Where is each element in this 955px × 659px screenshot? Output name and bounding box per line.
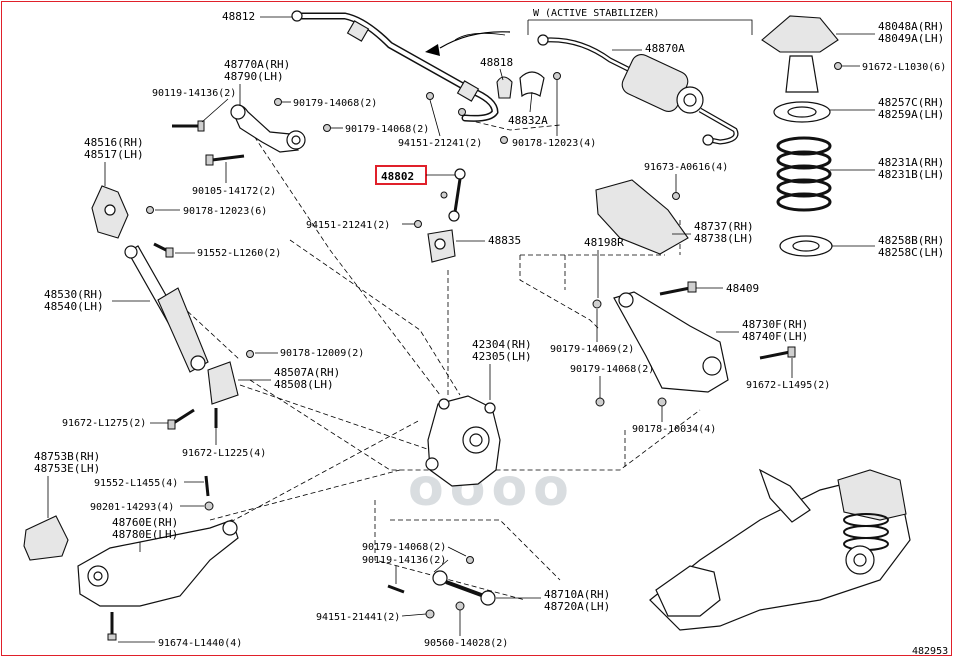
label-91672-L1030[interactable]: 91672-L1030(6) [862,62,946,73]
coil-spring [776,136,832,212]
label-48770A[interactable]: 48770A(RH) [224,58,290,71]
stabilizer-bar [291,10,499,122]
upper-control-arm [172,98,331,166]
suspension-assembly-view [649,468,911,631]
label-48710A[interactable]: 48710A(RH) [544,588,610,601]
label-48812[interactable]: 48812 [222,10,255,23]
label-48231A[interactable]: 48231A(RH) [878,156,944,169]
label-48259A[interactable]: 48259A(LH) [878,108,944,121]
stabilizer-bushing-bracket [426,71,561,144]
rear-lower-arm [592,281,796,407]
label-91674-L1440[interactable]: 91674-L1440(4) [158,638,242,649]
label-91672-L1225[interactable]: 91672-L1225(4) [182,448,266,459]
label-48048A[interactable]: 48048A(RH) [878,20,944,33]
label-48231B[interactable]: 48231B(LH) [878,168,944,181]
label-90105-14172[interactable]: 90105-14172(2) [192,186,276,197]
label-48738[interactable]: 48738(LH) [694,232,754,245]
label-48730F[interactable]: 48730F(RH) [742,318,808,331]
label-90178-12009[interactable]: 90178-12009(2) [280,348,364,359]
stabilizer-link [440,168,466,222]
label-48540[interactable]: 48540(LH) [44,300,104,313]
spring-insulator-upper [773,101,831,123]
label-91672-L1495[interactable]: 91672-L1495(2) [746,380,830,391]
shock-upper-bracket [91,185,154,239]
link-bushing [414,220,456,263]
label-48760E[interactable]: 48760E(RH) [112,516,178,529]
lower-control-arm [77,475,239,641]
label-48818[interactable]: 48818 [480,56,513,69]
label-48258C[interactable]: 48258C(LH) [878,246,944,259]
label-48753E[interactable]: 48753E(LH) [34,462,100,475]
label-94151-21241-a[interactable]: 94151-21241(2) [398,138,482,149]
label-48257C[interactable]: 48257C(RH) [878,96,944,109]
active-stabilizer-group: W (ACTIVE STABILIZER) [425,8,753,56]
label-90560-14028[interactable]: 90560-14028(2) [424,638,508,649]
steering-knuckle [425,395,501,487]
label-91552-L1455[interactable]: 91552-L1455(4) [94,478,178,489]
diagram-id: 482953 [912,646,948,657]
label-94151-21241-b[interactable]: 94151-21241(2) [306,220,390,231]
label-91672-L1275[interactable]: 91672-L1275(2) [62,418,146,429]
label-48049A[interactable]: 48049A(LH) [878,32,944,45]
label-48530[interactable]: 48530(RH) [44,288,104,301]
label-42305[interactable]: 42305(LH) [472,350,532,363]
label-48508[interactable]: 48508(LH) [274,378,334,391]
label-90201-14293[interactable]: 90201-14293(4) [90,502,174,513]
label-48720A[interactable]: 48720A(LH) [544,600,610,613]
part-callouts: 48812 48870A 48818 48832A 90119-14136(2)… [34,10,948,657]
label-48835[interactable]: 48835 [488,234,521,247]
label-48740F[interactable]: 48740F(LH) [742,330,808,343]
label-48517[interactable]: 48517(LH) [84,148,144,161]
label-48802[interactable]: 48802 [381,170,414,183]
label-42304[interactable]: 42304(RH) [472,338,532,351]
label-90179-14068-d[interactable]: 90179-14068(2) [570,364,654,375]
label-48870A[interactable]: 48870A [645,42,685,55]
label-48516[interactable]: 48516(RH) [84,136,144,149]
label-48409[interactable]: 48409 [726,282,759,295]
label-90178-12023-6[interactable]: 90178-12023(6) [183,206,267,217]
label-48507A[interactable]: 48507A(RH) [274,366,340,379]
label-48832A[interactable]: 48832A [508,114,548,127]
arm-guard [23,515,69,561]
label-90179-14068-c[interactable]: 90179-14068(2) [362,542,446,553]
toe-control-link [387,556,496,619]
label-90179-14068-a[interactable]: 90179-14068(2) [293,98,377,109]
label-90119-14136-upper[interactable]: 90119-14136(2) [152,88,236,99]
spring-insulator-lower [779,235,833,257]
label-48258B[interactable]: 48258B(RH) [878,234,944,247]
label-48780E[interactable]: 48780E(LH) [112,528,178,541]
upper-spring-seat [761,15,842,93]
label-90179-14068-b[interactable]: 90179-14068(2) [345,124,429,135]
label-90178-12023-4[interactable]: 90178-12023(4) [512,138,596,149]
label-91552-L1260[interactable]: 91552-L1260(2) [197,248,281,259]
active-stabilizer-assembly [537,34,739,146]
label-91673-A0616[interactable]: 91673-A0616(4) [644,162,728,173]
assembly-dashed-lines [159,119,701,601]
label-48198R[interactable]: 48198R [584,236,624,249]
label-48737[interactable]: 48737(RH) [694,220,754,233]
active-stabilizer-label: W (ACTIVE STABILIZER) [533,8,659,19]
shock-lower-bracket [167,350,254,430]
label-94151-21441[interactable]: 94151-21441(2) [316,612,400,623]
label-90179-14069[interactable]: 90179-14069(2) [550,344,634,355]
label-90119-14136-b[interactable]: 90119-14136(2) [362,555,446,566]
shock-absorber [124,242,209,373]
label-48790[interactable]: 48790(LH) [224,70,284,83]
label-90178-10034[interactable]: 90178-10034(4) [632,424,716,435]
label-48753B[interactable]: 48753B(RH) [34,450,100,463]
lower-arm-cover [595,179,689,255]
